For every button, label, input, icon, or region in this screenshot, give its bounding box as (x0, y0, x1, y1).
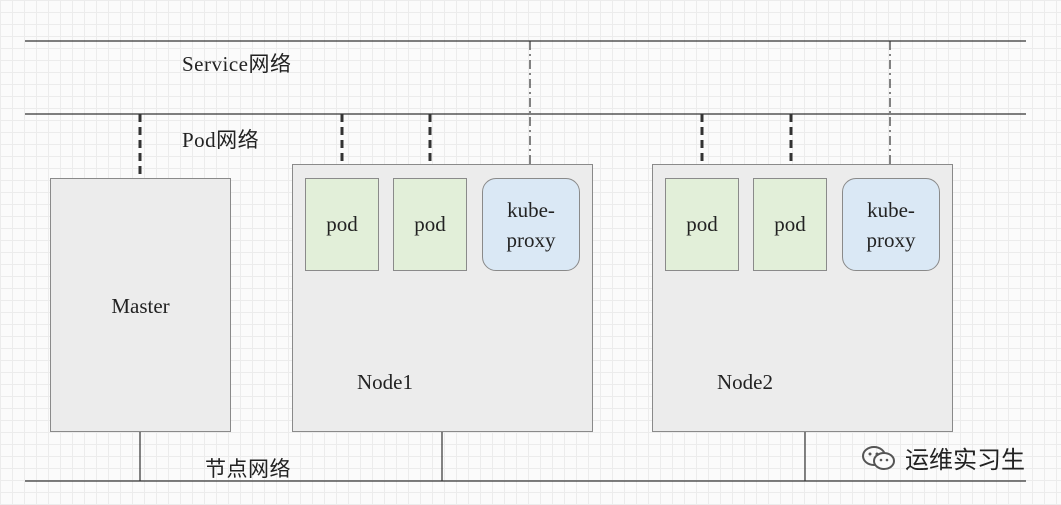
node2-proxy-line1: kube- (867, 197, 915, 222)
watermark-text: 运维实习生 (905, 446, 1025, 474)
pod-network-label: Pod网络 (182, 128, 260, 152)
wechat-icon (862, 445, 895, 470)
master-label: Master (111, 294, 170, 318)
service-network-label: Service网络 (182, 52, 292, 76)
node2-kube-proxy: kube- proxy (842, 178, 940, 271)
node1-pod-2: pod (393, 178, 467, 271)
node1-proxy-line2: proxy (506, 227, 556, 252)
node2-proxy-line2: proxy (866, 227, 916, 252)
master-box: Master (50, 178, 231, 432)
node1-label: Node1 (357, 370, 413, 394)
node2-pod-2: pod (753, 178, 827, 271)
node1-kube-proxy: kube- proxy (482, 178, 580, 271)
node1-proxy-line1: kube- (507, 197, 555, 222)
node2-label: Node2 (717, 370, 773, 394)
node2-pod-1: pod (665, 178, 739, 271)
watermark: 运维实习生 (861, 440, 1025, 475)
node1-pod-1: pod (305, 178, 379, 271)
node-network-label: 节点网络 (205, 457, 291, 481)
